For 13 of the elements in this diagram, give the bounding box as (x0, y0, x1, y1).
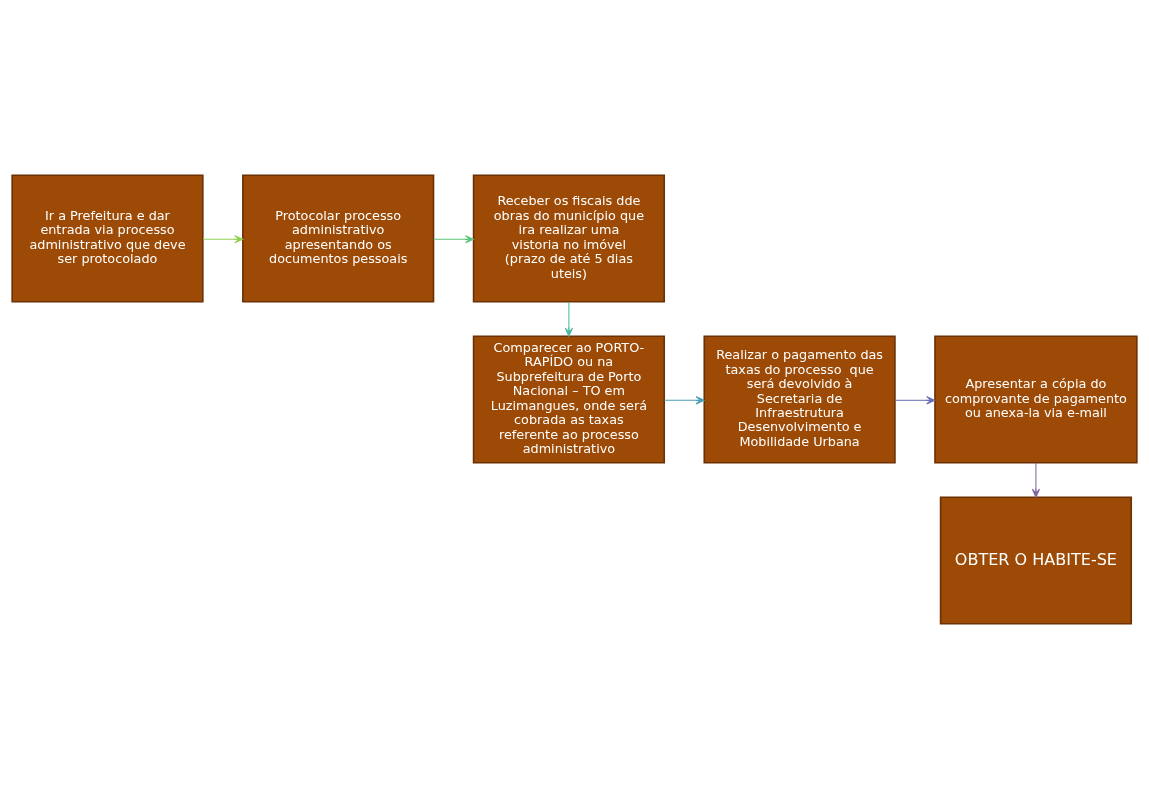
arrow (1031, 462, 1041, 498)
arrow (564, 301, 573, 337)
node-box: Protocolar processo administrativo apresentando os documentos pessoais (242, 174, 435, 303)
node-box: Realizar o pagamento das taxas do processo que será devolvido à Secretaria de Infraestrutura Desenvolvimento e Mobilidade Urbana (703, 335, 896, 464)
arrow (433, 235, 474, 244)
arrow (663, 396, 705, 405)
node-box: Comparecer ao PORTO-RAPÍDO ou na Subprefeitura de Porto Nacional – TO em Luzimangues, onde será cobrada as taxas referente ao processo administrativo (472, 335, 665, 464)
node-box: Apresentar a cópia do comprovante de pagamento ou anexa-la via e-mail (934, 335, 1138, 464)
node-box: OBTER O HABITE-SE (939, 496, 1133, 625)
node-box: Receber os fiscais dde obras do município que ira realizar uma vistoria no imóvel (prazo de até 5 dias uteis) (472, 174, 665, 303)
node-box: Ir a Prefeitura e dar entrada via processo administrativo que deve ser protocolado (11, 174, 204, 303)
arrow (202, 235, 244, 244)
arrow (894, 396, 936, 405)
